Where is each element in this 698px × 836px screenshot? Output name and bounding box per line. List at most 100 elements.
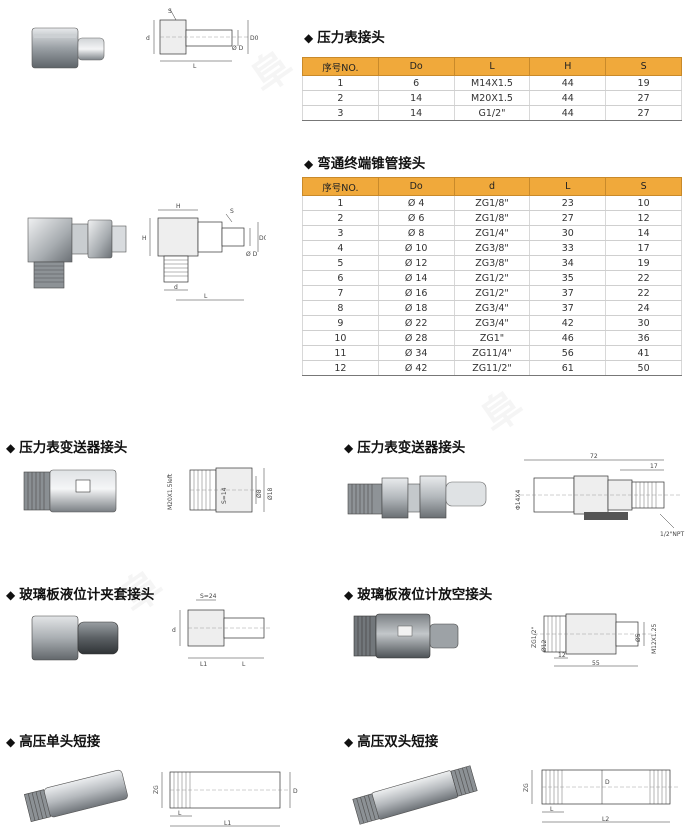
technical-drawing-7: ZG D L L1 [150, 760, 320, 836]
dim-label: 72 [590, 453, 598, 460]
table-cell: 19 [605, 255, 682, 271]
product-photo-single-head-nipple [20, 762, 132, 832]
table-cell: ZG1/8" [453, 210, 531, 226]
dim-label: 55 [592, 660, 600, 667]
dim-label: L2 [602, 816, 609, 823]
column-header: 序号NO. [302, 177, 379, 196]
dim-label: 12 [558, 652, 566, 659]
dim-label: L [550, 806, 554, 813]
table-cell: 7 [302, 285, 379, 301]
table-cell: M20X1.5 [453, 90, 531, 106]
dim-label: d [172, 627, 176, 634]
table-cell: 8 [302, 300, 379, 316]
table-cell: ZG1/4" [453, 225, 531, 241]
dim-label: D [293, 788, 298, 795]
dim-label: 1/2"NPT [660, 531, 685, 538]
section-title: ◆压力表变送器接头 [344, 440, 466, 456]
table-cell: Ø 14 [377, 270, 455, 286]
section-title: ◆玻璃板液位计夹套接头 [6, 587, 155, 603]
table-cell: Ø 28 [377, 330, 455, 346]
product-photo-transmitter-joint-a [22, 462, 122, 526]
dim-label: L [193, 63, 197, 70]
table-cell: ZG3/8" [453, 255, 531, 271]
table-cell: 37 [529, 285, 607, 301]
technical-drawing-3: M20X1.5left S=14 Ø8 Ø18 [160, 454, 280, 528]
product-photo-glass-gauge-jacket-joint [28, 606, 128, 674]
table-cell: 17 [605, 240, 682, 256]
table-cell: 4 [302, 240, 379, 256]
table-cell: ZG11/2" [453, 360, 531, 376]
table-cell: G1/2" [453, 105, 531, 121]
dim-label: D0 [259, 235, 266, 242]
dim-label: d [146, 35, 150, 42]
diamond-bullet-icon: ◆ [344, 735, 354, 749]
dim-label: Ø5 [635, 633, 642, 642]
technical-drawing-8: ZG D L L2 [518, 756, 690, 834]
table-cell: 27 [529, 210, 607, 226]
product-photo-glass-gauge-vent-joint [352, 606, 464, 670]
dim-label: D [605, 779, 610, 786]
dim-label: D0 [250, 35, 259, 42]
dim-label: S=14 [221, 487, 228, 504]
table-cell: 42 [529, 315, 607, 331]
table-cell: 27 [605, 105, 682, 121]
table-cell: 27 [605, 90, 682, 106]
table-cell: ZG11/4" [453, 345, 531, 361]
dim-label: S=24 [200, 593, 217, 600]
table-cell: 36 [605, 330, 682, 346]
table-cell: 22 [605, 285, 682, 301]
dim-label: H [142, 235, 147, 242]
table-cell: 6 [302, 270, 379, 286]
table-cell: 19 [605, 75, 682, 91]
dim-label: M20X1.5left [167, 473, 174, 510]
technical-drawing-5: S=24 d L1 L [160, 592, 280, 676]
dim-label: ZG [153, 785, 160, 794]
table-cell: 14 [605, 225, 682, 241]
dim-label: H [176, 203, 181, 210]
technical-drawing-2: H S H Ø D D0 d L [138, 200, 268, 314]
diamond-bullet-icon: ◆ [6, 441, 16, 455]
diamond-bullet-icon: ◆ [6, 735, 16, 749]
dim-label: ZG [523, 783, 530, 792]
table-cell: 14 [377, 90, 455, 106]
table-cell: 14 [377, 105, 455, 121]
table-cell: 44 [529, 90, 607, 106]
technical-drawing-4: 72 17 Φ14X4 1/2"NPT [510, 450, 694, 549]
table-cell: 5 [302, 255, 379, 271]
dim-label: Ø18 [267, 487, 274, 500]
table-cell: 50 [605, 360, 682, 376]
dim-label: S [168, 8, 172, 15]
table-cell: 30 [529, 225, 607, 241]
column-header: H [529, 57, 607, 76]
table-cell: 10 [605, 195, 682, 211]
table-cell: Ø 34 [377, 345, 455, 361]
column-header: S [605, 57, 682, 76]
table-cell: Ø 12 [377, 255, 455, 271]
product-photo-transmitter-joint-b [344, 462, 494, 530]
table-cell: Ø 42 [377, 360, 455, 376]
dim-label: M12X1.25 [651, 624, 658, 654]
product-photo-pressure-gauge-joint [28, 18, 108, 82]
table-cell: 10 [302, 330, 379, 346]
table-cell: 1 [302, 195, 379, 211]
table-cell: Ø 10 [377, 240, 455, 256]
table-cell: 46 [529, 330, 607, 346]
table-cell: 12 [302, 360, 379, 376]
column-header: L [529, 177, 607, 196]
table-cell: 12 [605, 210, 682, 226]
dim-label: L [178, 810, 182, 817]
dim-label: Ø D [232, 45, 244, 52]
table-cell: 41 [605, 345, 682, 361]
column-header: Do [377, 177, 455, 196]
